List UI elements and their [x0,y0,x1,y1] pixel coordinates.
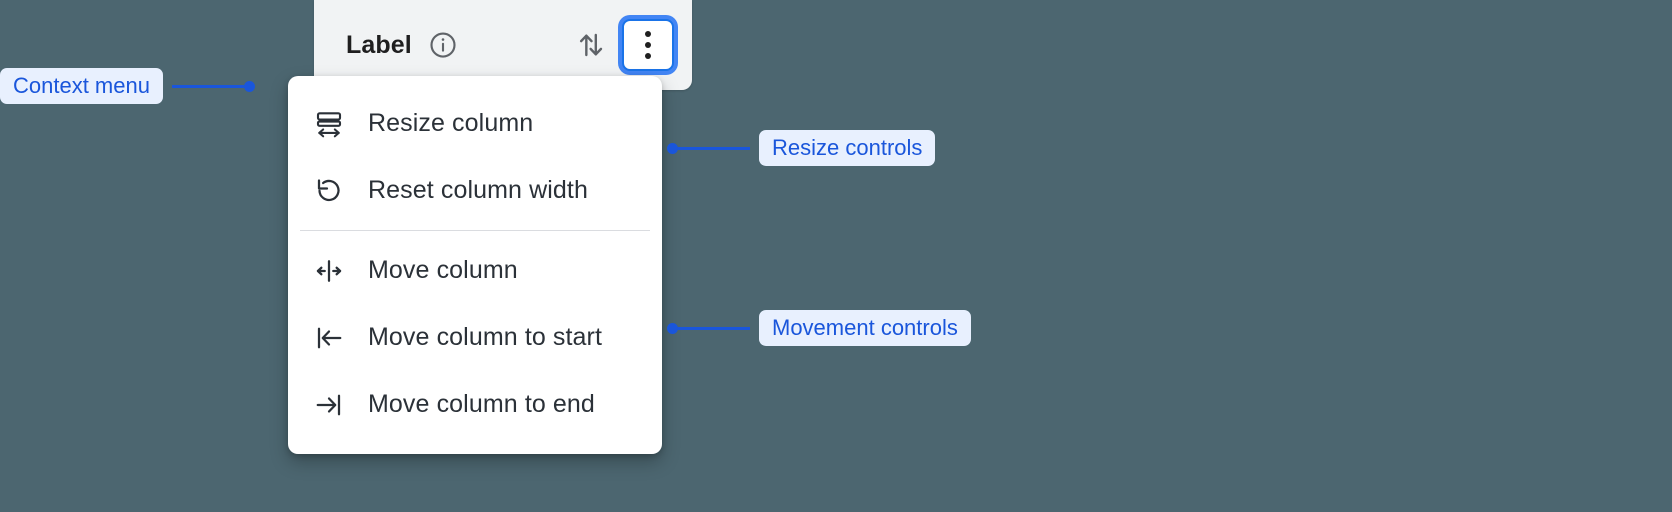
annotation-label: Context menu [0,68,163,104]
info-circle-icon[interactable] [428,30,458,60]
annotation-anchor-dot [667,142,678,154]
menu-item-label: Move column to end [368,390,595,418]
annotation-anchor-dot [243,80,255,92]
resize-column-icon [312,107,346,141]
column-context-menu[interactable]: Resize column Reset column width [288,76,662,454]
annotation-label: Resize controls [759,130,936,166]
menu-item-move-column-to-start[interactable]: Move column to start [288,304,662,371]
menu-divider [300,230,650,231]
annotation-anchor-dot [667,322,678,334]
move-to-end-icon [312,388,346,422]
annotation-label: Movement controls [759,310,971,346]
column-header-card: Label [314,0,692,90]
menu-item-resize-column[interactable]: Resize column [288,90,662,157]
sort-arrows-icon[interactable] [574,28,608,62]
move-column-icon [312,254,346,288]
menu-item-label: Reset column width [368,176,588,204]
move-to-start-icon [312,321,346,355]
menu-item-label: Move column to start [368,323,603,351]
menu-item-move-column-to-end[interactable]: Move column to end [288,371,662,438]
menu-item-label: Move column [368,256,518,284]
reset-width-icon [312,174,346,208]
menu-item-reset-column-width[interactable]: Reset column width [288,157,662,224]
annotation-movement-controls: Movement controls [667,310,971,346]
annotation-context-menu: Context menu [0,68,255,104]
annotation-leader-line [678,146,750,150]
annotation-leader-line [171,84,244,88]
menu-item-move-column[interactable]: Move column [288,237,662,304]
menu-item-label: Resize column [368,109,534,137]
kebab-menu-button[interactable] [622,19,674,71]
kebab-menu-icon [645,31,651,59]
annotation-leader-line [678,326,750,330]
annotation-resize-controls: Resize controls [667,130,936,166]
page-title: Label [346,30,412,59]
